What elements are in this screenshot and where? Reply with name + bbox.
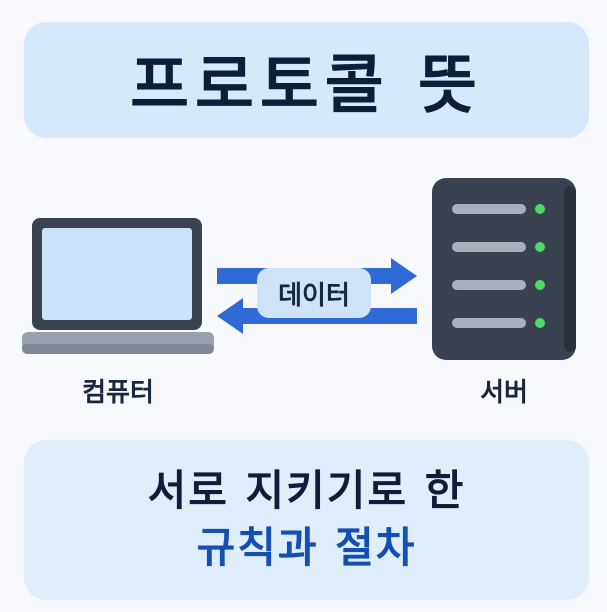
laptop-icon [22, 218, 214, 354]
page-title: 프로토콜 뜻 [130, 49, 483, 123]
data-label: 데이터 [257, 268, 371, 318]
definition-line-2: 규칙과 절차 [196, 523, 417, 572]
server-label: 서버 [480, 378, 528, 408]
computer-label: 컴퓨터 [82, 378, 154, 408]
server-icon [432, 178, 576, 360]
definition-line-1: 서로 지키기로 한 [147, 466, 466, 515]
definition-banner: 서로 지키기로 한 규칙과 절차 [24, 440, 589, 600]
protocol-diagram: 컴퓨터 데이터 서버 [0, 160, 607, 430]
title-banner: 프로토콜 뜻 [24, 22, 589, 138]
